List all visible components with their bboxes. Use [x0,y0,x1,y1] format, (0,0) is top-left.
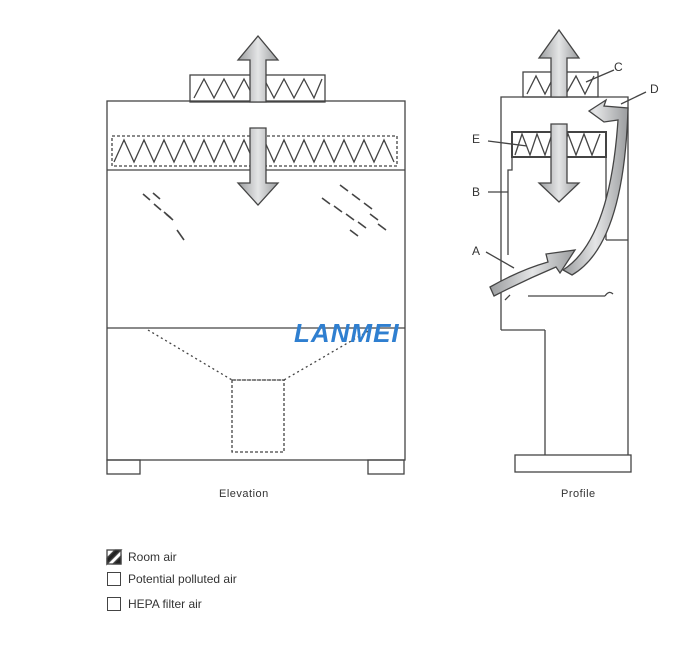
label-c: C [614,60,623,74]
room-air-legend-swatch [106,549,123,566]
profile-view [485,28,647,473]
legend-label: HEPA filter air [128,597,202,611]
elevation-view [106,34,406,475]
profile-caption: Profile [561,488,596,500]
label-d: D [650,82,659,96]
watermark-logo: LANMEI [294,318,400,348]
legend-hepa-air: HEPA filter air [107,597,202,611]
label-a: A [472,244,481,258]
legend-polluted-air: Potential polluted air [107,572,237,586]
elevation-caption: Elevation [219,488,269,500]
legend-room-air: Room air [107,550,177,564]
label-b: B [472,185,481,199]
legend-label: Potential polluted air [128,572,237,586]
room-air-marks [142,184,387,241]
legend-label: Room air [128,550,177,564]
empty-box-icon [107,572,121,586]
airflow-arrow [236,34,280,206]
empty-box-icon [107,597,121,611]
label-e: E [472,132,481,146]
